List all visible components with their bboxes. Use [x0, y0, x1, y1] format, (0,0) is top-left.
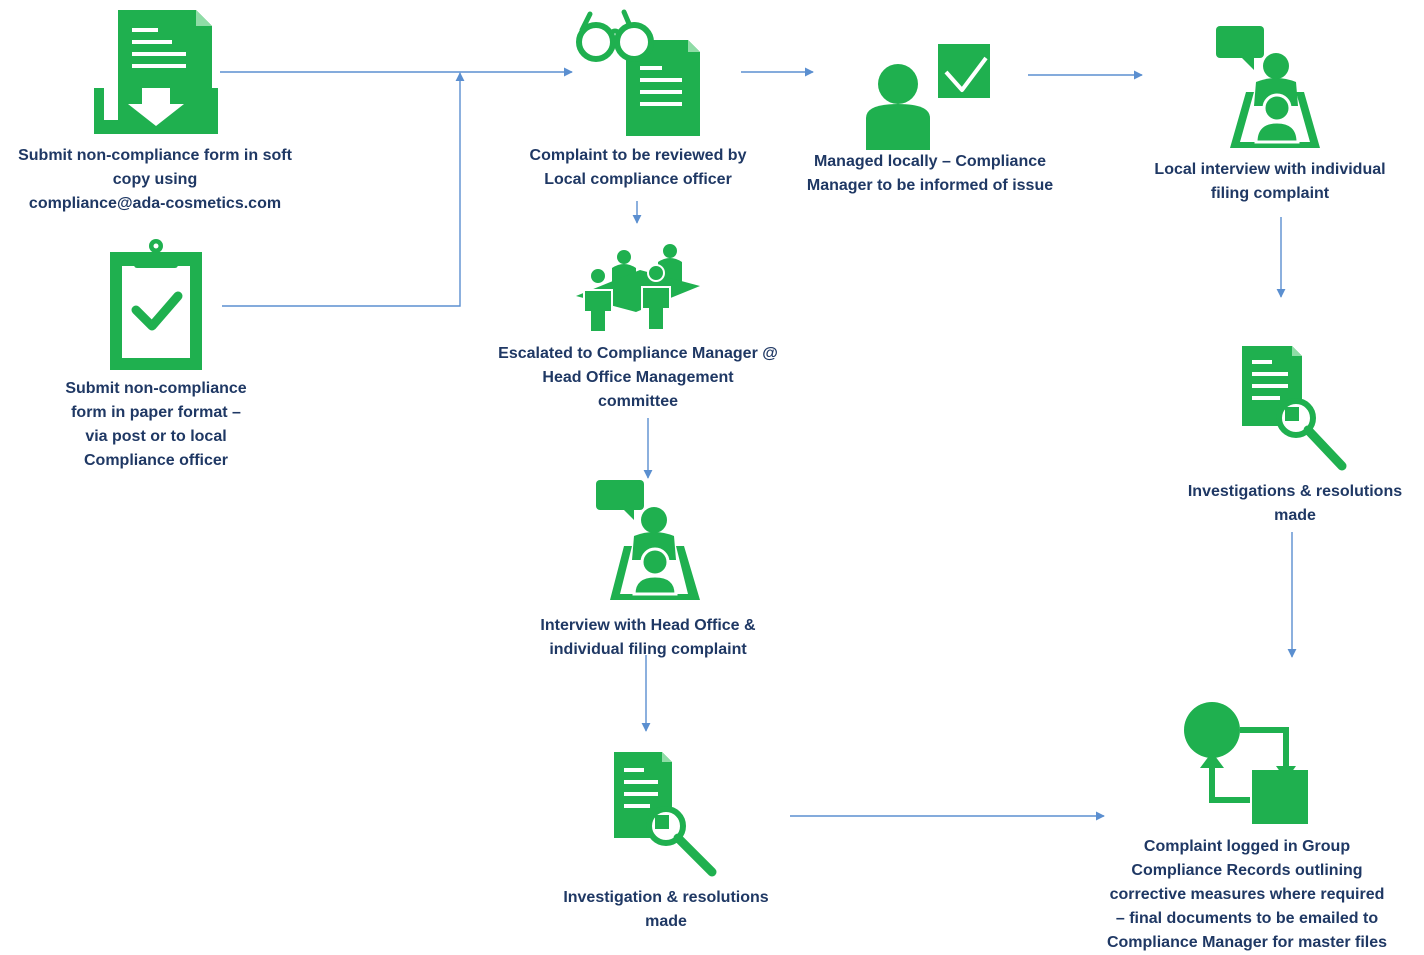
label-line: Local compliance officer [544, 171, 732, 188]
label-line: Manager to be informed of issue [806, 177, 1054, 194]
label-line: Complaint logged in Group [1143, 838, 1351, 855]
label-line: via post or to local [85, 428, 227, 445]
interview-icon [596, 480, 700, 600]
label-line: Investigation & resolutions [563, 889, 769, 906]
label-line: Managed locally – Compliance [813, 153, 1047, 170]
label-line: Submit non-compliance [65, 380, 247, 397]
document-search-icon [1242, 346, 1347, 471]
node-label-interview-head-office: Interview with Head Office & individual … [508, 614, 788, 662]
committee-meeting-icon [576, 244, 700, 333]
label-line: made [645, 913, 687, 930]
connectors [220, 67, 1297, 821]
label-line: individual filing complaint [549, 641, 747, 658]
document-search-icon [614, 752, 717, 877]
label-line: Compliance Records outlining [1131, 862, 1363, 879]
label-line: copy using [112, 171, 198, 188]
label-line: filing complaint [1210, 185, 1330, 202]
node-label-investigations-local: Investigations & resolutions made [1168, 480, 1422, 528]
node-label-escalated: Escalated to Compliance Manager @ Head O… [478, 342, 798, 414]
node-label-review: Complaint to be reviewed by Local compli… [498, 144, 778, 192]
label-line: Complaint to be reviewed by [529, 147, 747, 164]
label-line: Escalated to Compliance Manager @ [498, 345, 778, 362]
label-line: Compliance officer [83, 452, 229, 469]
label-line: compliance@ada-cosmetics.com [28, 195, 282, 212]
node-label-local-interview: Local interview with individual filing c… [1130, 158, 1410, 206]
label-line: form in paper format – [71, 404, 241, 421]
label-line: Submit non-compliance form in soft [18, 147, 292, 164]
label-line: committee [597, 393, 679, 410]
node-label-logged: Complaint logged in Group Compliance Rec… [1086, 835, 1408, 955]
glasses-document-icon [576, 9, 700, 136]
clipboard-check-icon [110, 239, 202, 370]
inbox-document-icon [94, 10, 218, 134]
interview-icon [1216, 26, 1320, 148]
node-label-managed-locally: Managed locally – Compliance Manager to … [780, 150, 1080, 198]
label-line: Interview with Head Office & [540, 617, 756, 634]
label-line: Head Office Management [542, 369, 734, 386]
label-line: Local interview with individual [1154, 161, 1386, 178]
label-line: Compliance Manager for master files [1106, 934, 1388, 951]
label-line: Investigations & resolutions [1187, 483, 1403, 500]
node-label-investigation-head-office: Investigation & resolutions made [536, 886, 796, 934]
node-label-paper: Submit non-compliance form in paper form… [36, 377, 276, 473]
label-line: – final documents to be emailed to [1115, 910, 1379, 927]
label-line: made [1274, 507, 1316, 524]
cycle-process-icon [1184, 702, 1308, 824]
label-line: corrective measures where required [1109, 886, 1385, 903]
person-checkmark-icon [866, 44, 990, 150]
connector-paper-to-merge [222, 72, 465, 307]
node-label-soft-copy: Submit non-compliance form in soft copy … [5, 144, 305, 216]
